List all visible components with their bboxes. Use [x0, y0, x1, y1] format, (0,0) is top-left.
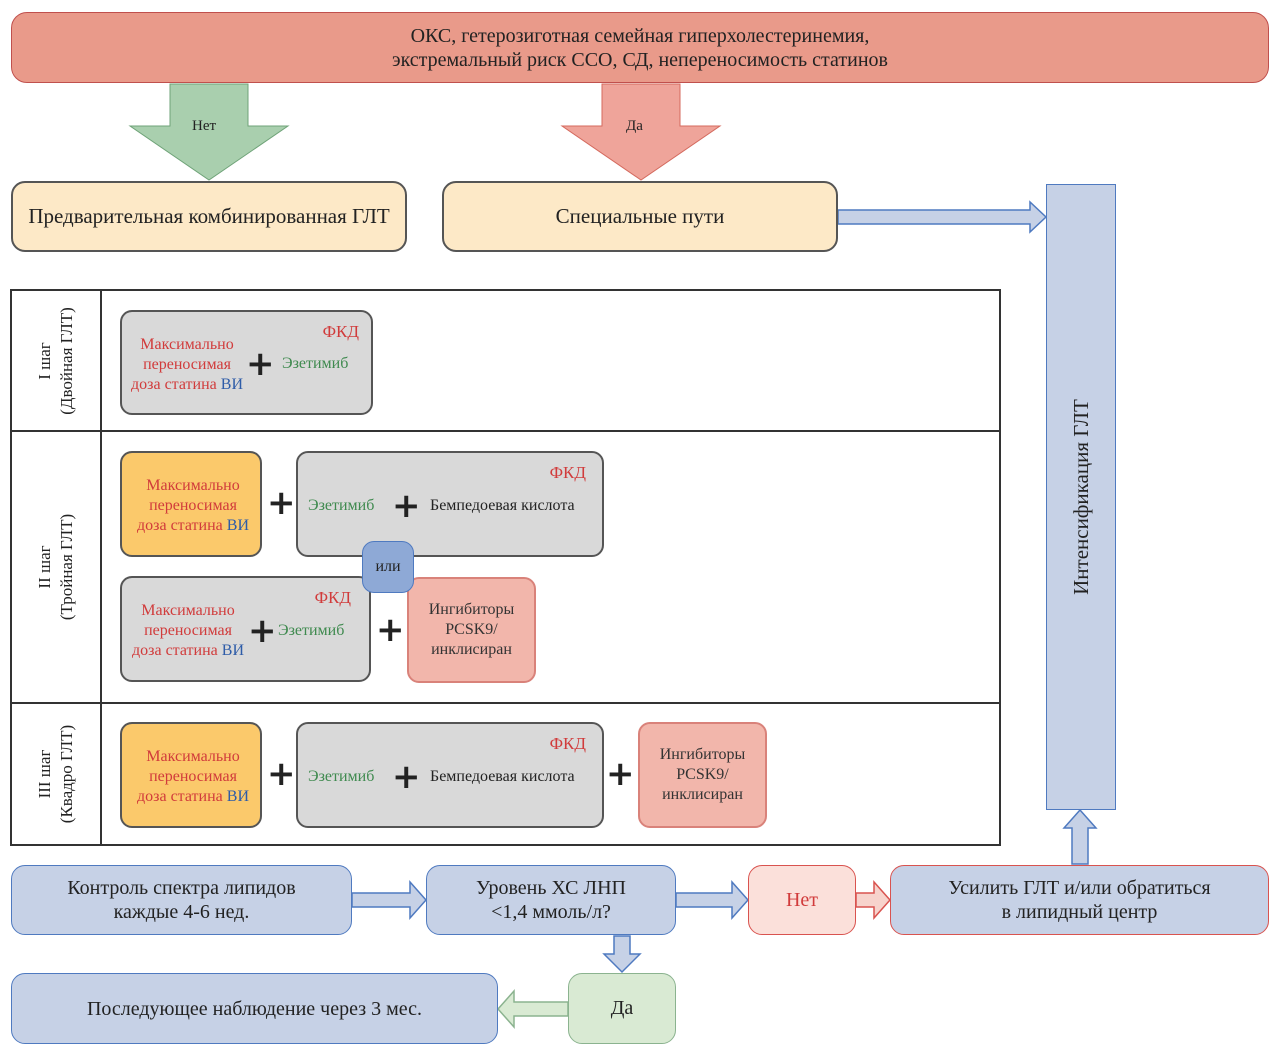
step2-ezetimibe-1: Эзетимиб	[308, 497, 375, 514]
step2-plus-3: +	[248, 611, 277, 651]
step1-combo-box: ФКД Максимально переносимая доза статина…	[120, 310, 373, 415]
step2-label: II шаг (Тройная ГЛТ)	[11, 431, 101, 703]
step3-eze-bempedoic-box: ФКД Эзетимиб + Бемпедоевая кислота	[296, 722, 604, 828]
arrow-up-to-intensification	[1062, 808, 1098, 865]
or-label: или	[375, 558, 401, 575]
step2-eze-bempedoic-box: ФКД Эзетимиб + Бемпедоевая кислота	[296, 451, 604, 557]
intensification-box: Интенсификация ГЛТ	[1046, 184, 1116, 810]
step1-vi: ВИ	[220, 376, 243, 393]
step1-line2: (Двойная ГЛТ)	[57, 306, 76, 415]
step3-ezetimibe: Эзетимиб	[308, 768, 375, 785]
step1-line1: I шаг	[35, 341, 54, 380]
step1-ezetimibe: Эзетимиб	[282, 355, 349, 372]
step2-statin-2: Максимально переносимая доза статина ВИ	[132, 602, 244, 659]
intensification-label: Интенсификация ГЛТ	[1069, 399, 1093, 595]
arrow-yes-to-followup	[496, 989, 569, 1029]
arrow-yes	[560, 83, 722, 181]
step3-statin: Максимально переносимая доза статина ВИ	[137, 748, 249, 805]
step2-ezetimibe-2: Эзетимиб	[278, 622, 345, 639]
arrow-control-to-level	[351, 880, 428, 920]
step2-statin: Максимально переносимая доза статина ВИ	[137, 477, 249, 534]
step2-plus-2: +	[392, 486, 421, 526]
no-box: Нет	[748, 865, 856, 935]
step1-plus: +	[246, 344, 275, 384]
step2-plus-1: +	[267, 483, 296, 523]
preliminary-combined-therapy-box: Предварительная комбинированная ГЛТ	[11, 181, 407, 252]
arrow-special-to-intensification	[837, 200, 1048, 234]
step3-plus-1: +	[267, 754, 296, 794]
step3-plus-3: +	[606, 754, 635, 794]
step2-fkd-1: ФКД	[549, 463, 586, 482]
lipid-control-box: Контроль спектра липидов каждые 4-6 нед.	[11, 865, 352, 935]
step2-line1: II шаг	[35, 545, 54, 589]
preliminary-label: Предварительная комбинированная ГЛТ	[28, 204, 390, 228]
header-line1: ОКС, гетерозиготная семейная гиперхолест…	[410, 24, 870, 47]
steps-frame	[10, 289, 1001, 846]
step1-label: I шаг (Двойная ГЛТ)	[11, 290, 101, 431]
step2-statin-eze-box: ФКД Максимально переносимая доза статина…	[120, 576, 371, 682]
arrow-no-label: Нет	[192, 118, 217, 134]
special-paths-label: Специальные пути	[555, 204, 725, 228]
intensify-or-refer-box: Усилить ГЛТ и/или обратиться в липидный …	[890, 865, 1269, 935]
step1-fkd: ФКД	[322, 322, 359, 341]
step2-pcsk9-box: Ингибиторы PCSK9/ инклисиран	[407, 577, 536, 683]
header-line2: экстремальный риск ССО, СД, непереносимо…	[392, 48, 888, 71]
step3-label: III шаг (Квадро ГЛТ)	[11, 703, 101, 845]
arrow-no	[128, 83, 290, 181]
followup-box: Последующее наблюдение через 3 мес.	[11, 973, 498, 1044]
condition-header: ОКС, гетерозиготная семейная гиперхолест…	[11, 12, 1269, 83]
step3-plus-2: +	[392, 757, 421, 797]
step2-line2: (Тройная ГЛТ)	[57, 513, 76, 621]
step3-pcsk9-box: Ингибиторы PCSK9/ инклисиран	[638, 722, 767, 828]
arrow-level-to-no	[675, 880, 750, 920]
step3-fkd: ФКД	[549, 734, 586, 753]
or-badge: или	[362, 541, 414, 593]
yes-box: Да	[568, 973, 676, 1044]
step3-statin-box: Максимально переносимая доза статина ВИ	[120, 722, 262, 828]
step2-statin-box: Максимально переносимая доза статина ВИ	[120, 451, 262, 557]
arrow-level-to-yes	[602, 935, 642, 974]
step2-fkd-2: ФКД	[314, 588, 351, 607]
ldl-level-box: Уровень ХС ЛНП <1,4 ммоль/л?	[426, 865, 676, 935]
step2-plus-4: +	[376, 610, 405, 650]
arrow-no-to-intensify	[855, 880, 892, 920]
step2-bempedoic-1: Бемпедоевая кислота	[430, 497, 575, 514]
step3-line2: (Квадро ГЛТ)	[57, 724, 76, 824]
special-paths-box: Специальные пути	[442, 181, 838, 252]
arrow-yes-label: Да	[626, 118, 643, 134]
step1-statin: Максимально переносимая доза статина ВИ	[131, 336, 243, 393]
step3-line1: III шаг	[35, 749, 54, 799]
step3-bempedoic: Бемпедоевая кислота	[430, 768, 575, 785]
